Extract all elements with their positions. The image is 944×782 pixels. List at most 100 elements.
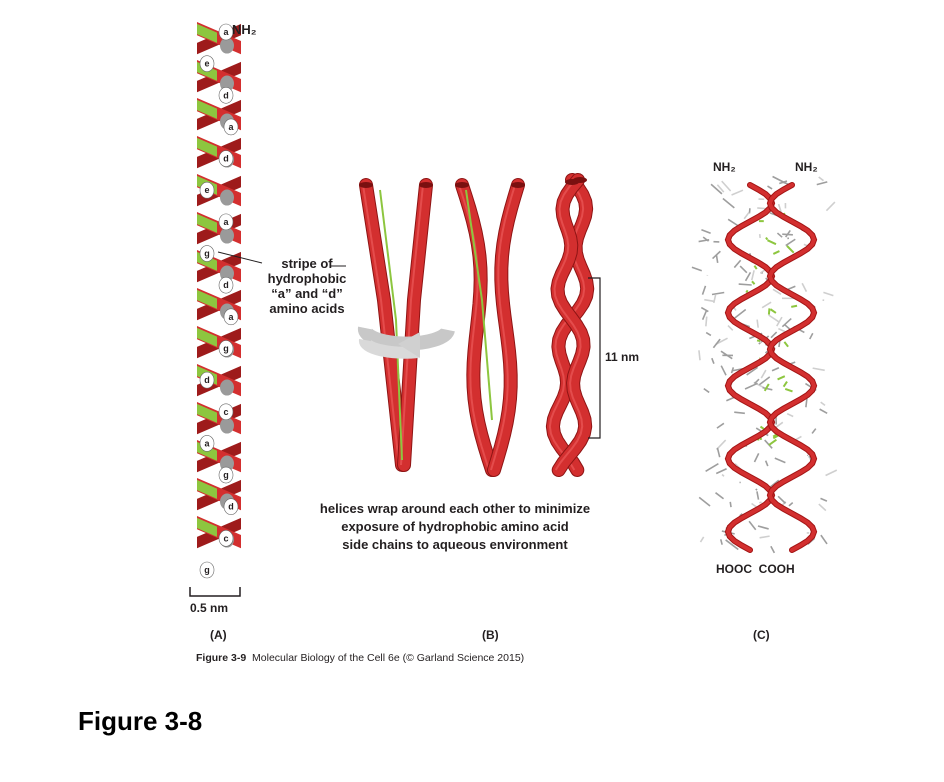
residue-letter: a <box>223 27 229 37</box>
hydrophobic-core-stick <box>769 308 777 314</box>
side-chain-stick <box>787 285 796 291</box>
side-chain-stick <box>710 183 723 195</box>
side-chain-blob <box>220 189 234 206</box>
hydrophobic-core-stick <box>753 265 758 270</box>
side-chain-stick <box>727 218 739 227</box>
stripe-label: stripe of hydrophobic “a” and “d” amino … <box>252 256 362 316</box>
stripe-label-line-2: hydrophobic <box>267 271 347 286</box>
side-chain-stick <box>744 382 758 390</box>
panel-c-cooh-terminals: HOOC COOH <box>716 562 795 576</box>
residue-letter: a <box>228 312 234 322</box>
side-chain-blob <box>220 417 234 434</box>
side-chain-stick <box>739 265 748 274</box>
side-chain-stick <box>715 254 719 263</box>
residue-letter: d <box>228 502 234 512</box>
residue-letter: c <box>223 533 228 543</box>
residue-bubble <box>199 55 215 72</box>
side-chain-stick <box>762 386 773 391</box>
residue-letter: d <box>223 154 229 164</box>
side-chain-stick <box>725 539 739 551</box>
rotation-arrow <box>357 326 455 359</box>
side-chain-stick <box>721 180 732 192</box>
hydrophobic-stripe-segment <box>197 213 217 233</box>
panel-b-label: (B) <box>482 628 499 642</box>
side-chain-stick <box>715 468 727 475</box>
panel-c-nh2-right: NH₂ <box>795 160 818 174</box>
side-chain-stick <box>729 501 732 508</box>
panel-c-nh2-left: NH₂ <box>713 160 736 174</box>
hydrophobic-core-stick <box>783 341 789 348</box>
side-chain-stick <box>788 502 794 507</box>
stripe-label-line-4: amino acids <box>269 301 345 316</box>
hydrophobic-stripe-segment <box>197 517 217 537</box>
side-chain-stick <box>820 534 828 545</box>
residue-letter: a <box>204 438 210 448</box>
side-chain-stick <box>738 283 752 286</box>
description-line-1: helices wrap around each other to minimi… <box>319 501 591 516</box>
side-chain-stick <box>820 401 826 407</box>
side-chain-stick <box>760 369 767 379</box>
side-chain-stick <box>769 479 780 488</box>
hydrophobic-stripe-segment <box>197 99 217 119</box>
side-chain-stick <box>699 536 705 543</box>
stripe-pointer-line <box>217 251 263 264</box>
side-chain-stick <box>805 398 808 408</box>
scale-bar <box>189 587 241 597</box>
side-chain-stick <box>757 525 769 530</box>
side-chain-stick <box>705 316 708 327</box>
residue-bubble <box>199 181 215 199</box>
side-chain-stick <box>748 520 757 531</box>
side-chain-stick <box>816 181 828 186</box>
side-chain-stick <box>698 350 701 361</box>
side-chain-blob <box>220 227 234 244</box>
side-chain-blob <box>220 379 234 396</box>
residue-bubble <box>199 371 215 389</box>
side-chain-stick <box>759 501 762 504</box>
hydrophobic-core-stick <box>751 280 756 285</box>
side-chain-stick <box>758 376 771 386</box>
residue-bubble <box>199 435 215 452</box>
residue-bubble <box>218 340 234 357</box>
side-chain-stick <box>806 454 809 457</box>
panel-c-atomic-model <box>691 175 838 554</box>
residue-letter: a <box>223 217 229 227</box>
tube-end-cap <box>419 182 433 188</box>
side-chain-stick <box>712 338 721 349</box>
residue-bubble <box>218 86 234 104</box>
residue-bubble <box>218 466 234 484</box>
hydrophobic-core-stick <box>767 308 771 315</box>
side-chain-stick <box>770 331 778 339</box>
hydrophobic-stripe-segment <box>197 327 217 347</box>
side-chain-stick <box>819 408 828 414</box>
tube-3b <box>551 174 592 476</box>
hydrophobic-stripe-segment <box>197 403 217 423</box>
side-chain-stick <box>698 496 711 507</box>
side-chain-stick <box>719 539 723 545</box>
hydrophobic-stripe-segment <box>197 289 217 309</box>
side-chain-stick <box>712 294 717 304</box>
side-chain-stick <box>761 301 772 309</box>
hydrophobic-stripe-segment <box>197 137 217 157</box>
tube-1b-highlight <box>400 184 424 466</box>
hydrophobic-core-stick <box>763 383 770 392</box>
tube-2b-highlight <box>490 184 516 471</box>
side-chain-stick <box>701 229 711 234</box>
side-chain-stick <box>779 180 788 185</box>
residue-bubble <box>218 530 234 547</box>
atomic-helix-left <box>725 183 775 552</box>
tube-3b-highlight <box>553 179 584 471</box>
side-chain-stick <box>701 309 708 321</box>
side-chain-stick <box>770 545 776 554</box>
residue-bubble <box>218 23 234 41</box>
side-chain-stick <box>748 208 751 214</box>
side-chain-blob <box>220 37 234 54</box>
side-chain-stick <box>774 457 786 464</box>
figure-title: Figure 3-8 <box>78 706 203 736</box>
side-chain-stick <box>756 319 759 328</box>
length-bracket <box>588 277 601 439</box>
side-chain-stick <box>818 176 824 182</box>
residue-letter: g <box>204 565 210 575</box>
side-chain-stick <box>721 473 725 477</box>
hydrophobic-stripe-segment <box>197 479 217 499</box>
